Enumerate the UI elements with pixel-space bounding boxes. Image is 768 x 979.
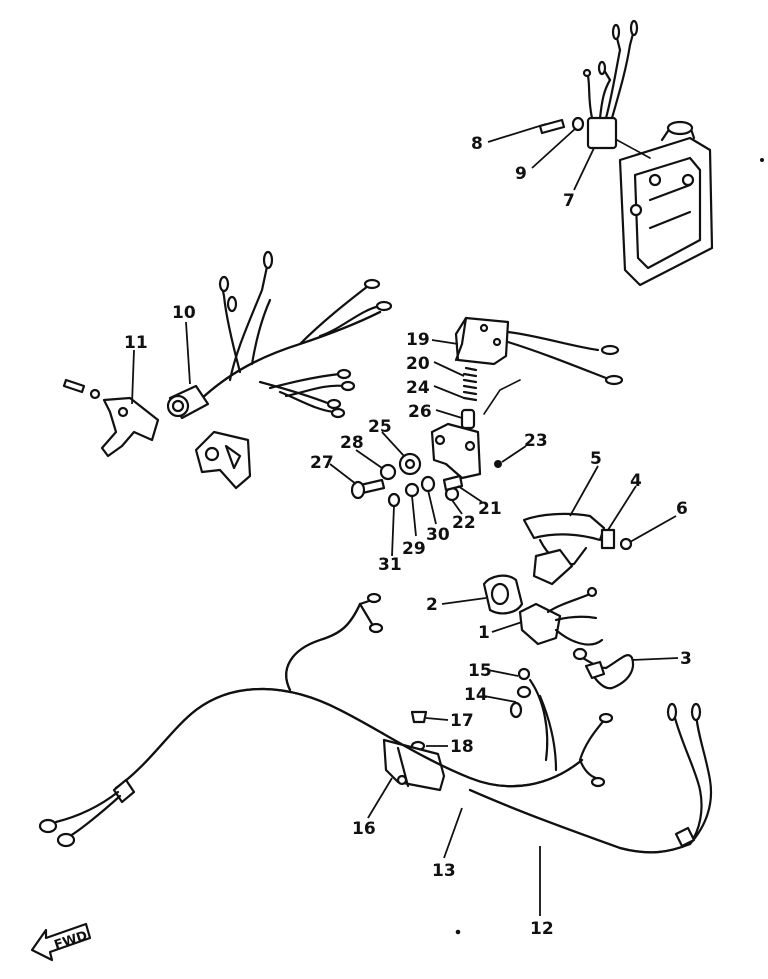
part-29-nut xyxy=(404,482,420,498)
callout-5: 5 xyxy=(590,449,602,469)
callout-14: 14 xyxy=(464,685,488,705)
part-26-plunger xyxy=(460,408,476,430)
callout-31: 31 xyxy=(378,555,402,575)
callout-18: 18 xyxy=(450,737,474,757)
callout-11: 11 xyxy=(124,333,148,353)
callout-4: 4 xyxy=(630,471,642,491)
part-9-washer xyxy=(571,116,585,132)
part-12-main-cable xyxy=(468,678,713,854)
part-21-clip xyxy=(442,474,464,492)
part-16-clamp-bracket xyxy=(382,738,446,792)
callout-9: 9 xyxy=(515,164,527,184)
callout-1: 1 xyxy=(478,623,490,643)
part-5-clamp-band xyxy=(522,512,606,586)
part-30-nut xyxy=(420,475,436,493)
solenoid-bracket xyxy=(430,379,521,480)
part-10-wire-harness xyxy=(166,250,393,420)
callout-17: 17 xyxy=(450,711,474,731)
callout-28: 28 xyxy=(340,433,364,453)
part-number-callouts: 8 9 7 10 11 19 20 24 26 25 28 27 23 21 2… xyxy=(124,134,692,939)
callout-23: 23 xyxy=(524,431,548,451)
callout-10: 10 xyxy=(172,303,196,323)
callout-30: 30 xyxy=(426,525,450,545)
callout-20: 20 xyxy=(406,354,430,374)
part-27-bolt xyxy=(350,478,386,500)
callout-13: 13 xyxy=(432,861,456,881)
fwd-label: FWD xyxy=(52,928,89,953)
part-25-bushing xyxy=(398,452,422,476)
mounting-bracket xyxy=(616,120,714,287)
part-28-washer xyxy=(379,463,397,481)
part-20-spring xyxy=(462,366,478,402)
part-1-relay xyxy=(518,586,604,646)
callout-6: 6 xyxy=(676,499,688,519)
callout-27: 27 xyxy=(310,453,334,473)
callout-25: 25 xyxy=(368,417,392,437)
part-19-solenoid xyxy=(454,316,624,386)
part-31-washer xyxy=(387,492,401,508)
callout-8: 8 xyxy=(471,134,483,154)
callout-19: 19 xyxy=(406,330,430,350)
callout-2: 2 xyxy=(426,595,438,615)
callout-29: 29 xyxy=(402,539,426,559)
part-8-bolt xyxy=(538,118,566,135)
callout-24: 24 xyxy=(406,378,430,398)
callout-3: 3 xyxy=(680,649,692,669)
part-6-screw xyxy=(619,537,633,551)
callout-7: 7 xyxy=(563,191,575,211)
callout-26: 26 xyxy=(408,402,432,422)
part-13-main-cable xyxy=(38,592,584,848)
part-14-washer xyxy=(509,685,532,719)
part-17-bolt xyxy=(410,710,428,724)
callout-12: 12 xyxy=(530,919,554,939)
fwd-direction-arrow: FWD xyxy=(30,922,92,962)
part-23-screw xyxy=(494,460,502,468)
callout-16: 16 xyxy=(352,819,376,839)
callout-22: 22 xyxy=(452,513,476,533)
mount-plate xyxy=(194,430,252,490)
part-3-lead-wire xyxy=(572,647,635,690)
callout-21: 21 xyxy=(478,499,502,519)
part-7-terminal-block xyxy=(582,19,639,150)
scan-specks xyxy=(455,158,764,935)
leader-lines xyxy=(131,123,679,916)
part-2-holder xyxy=(482,574,524,615)
part-4-bolt xyxy=(600,528,616,550)
callout-15: 15 xyxy=(468,661,492,681)
part-11-bracket xyxy=(62,378,160,458)
part-15-nut xyxy=(517,667,531,681)
